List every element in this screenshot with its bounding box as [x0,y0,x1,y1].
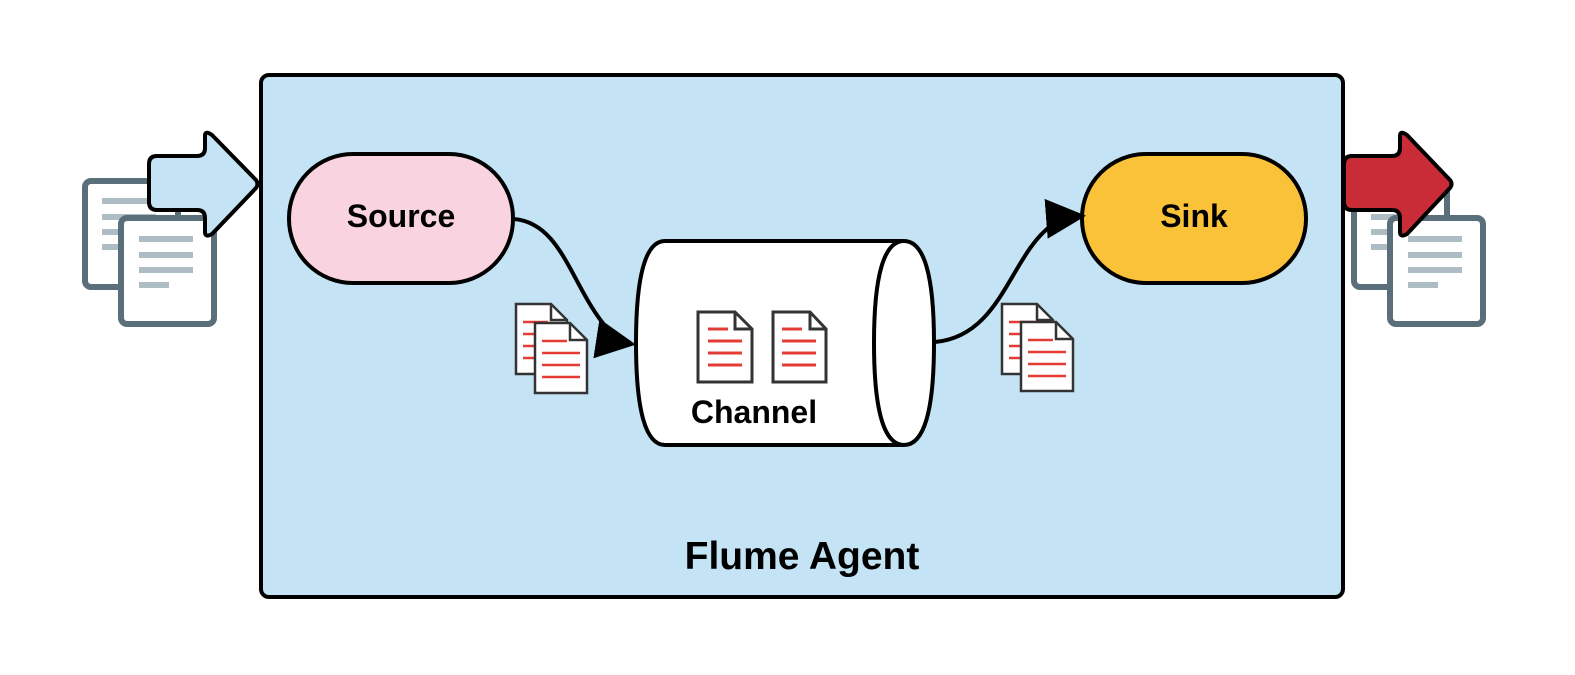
document-icon [1387,215,1486,327]
source-node: Source [287,152,515,285]
input-arrow-icon [147,130,260,238]
sink-label: Sink [1160,198,1228,234]
document-icon [533,321,589,395]
document-icon [118,215,217,327]
channel-label: Channel [691,394,817,430]
source-label: Source [347,198,455,234]
channel-node: Channel [633,239,937,447]
channel-to-sink-connector [934,198,1086,344]
event-documents-left-icon [514,302,589,395]
document-icon [696,310,754,384]
document-icon [771,310,828,384]
output-arrow-icon [1342,130,1454,238]
flume-agent-title: Flume Agent [685,535,920,578]
event-documents-right-icon [1000,302,1075,393]
sink-node: Sink [1080,152,1308,285]
document-icon [1019,320,1075,393]
source-to-channel-connector [513,217,636,359]
